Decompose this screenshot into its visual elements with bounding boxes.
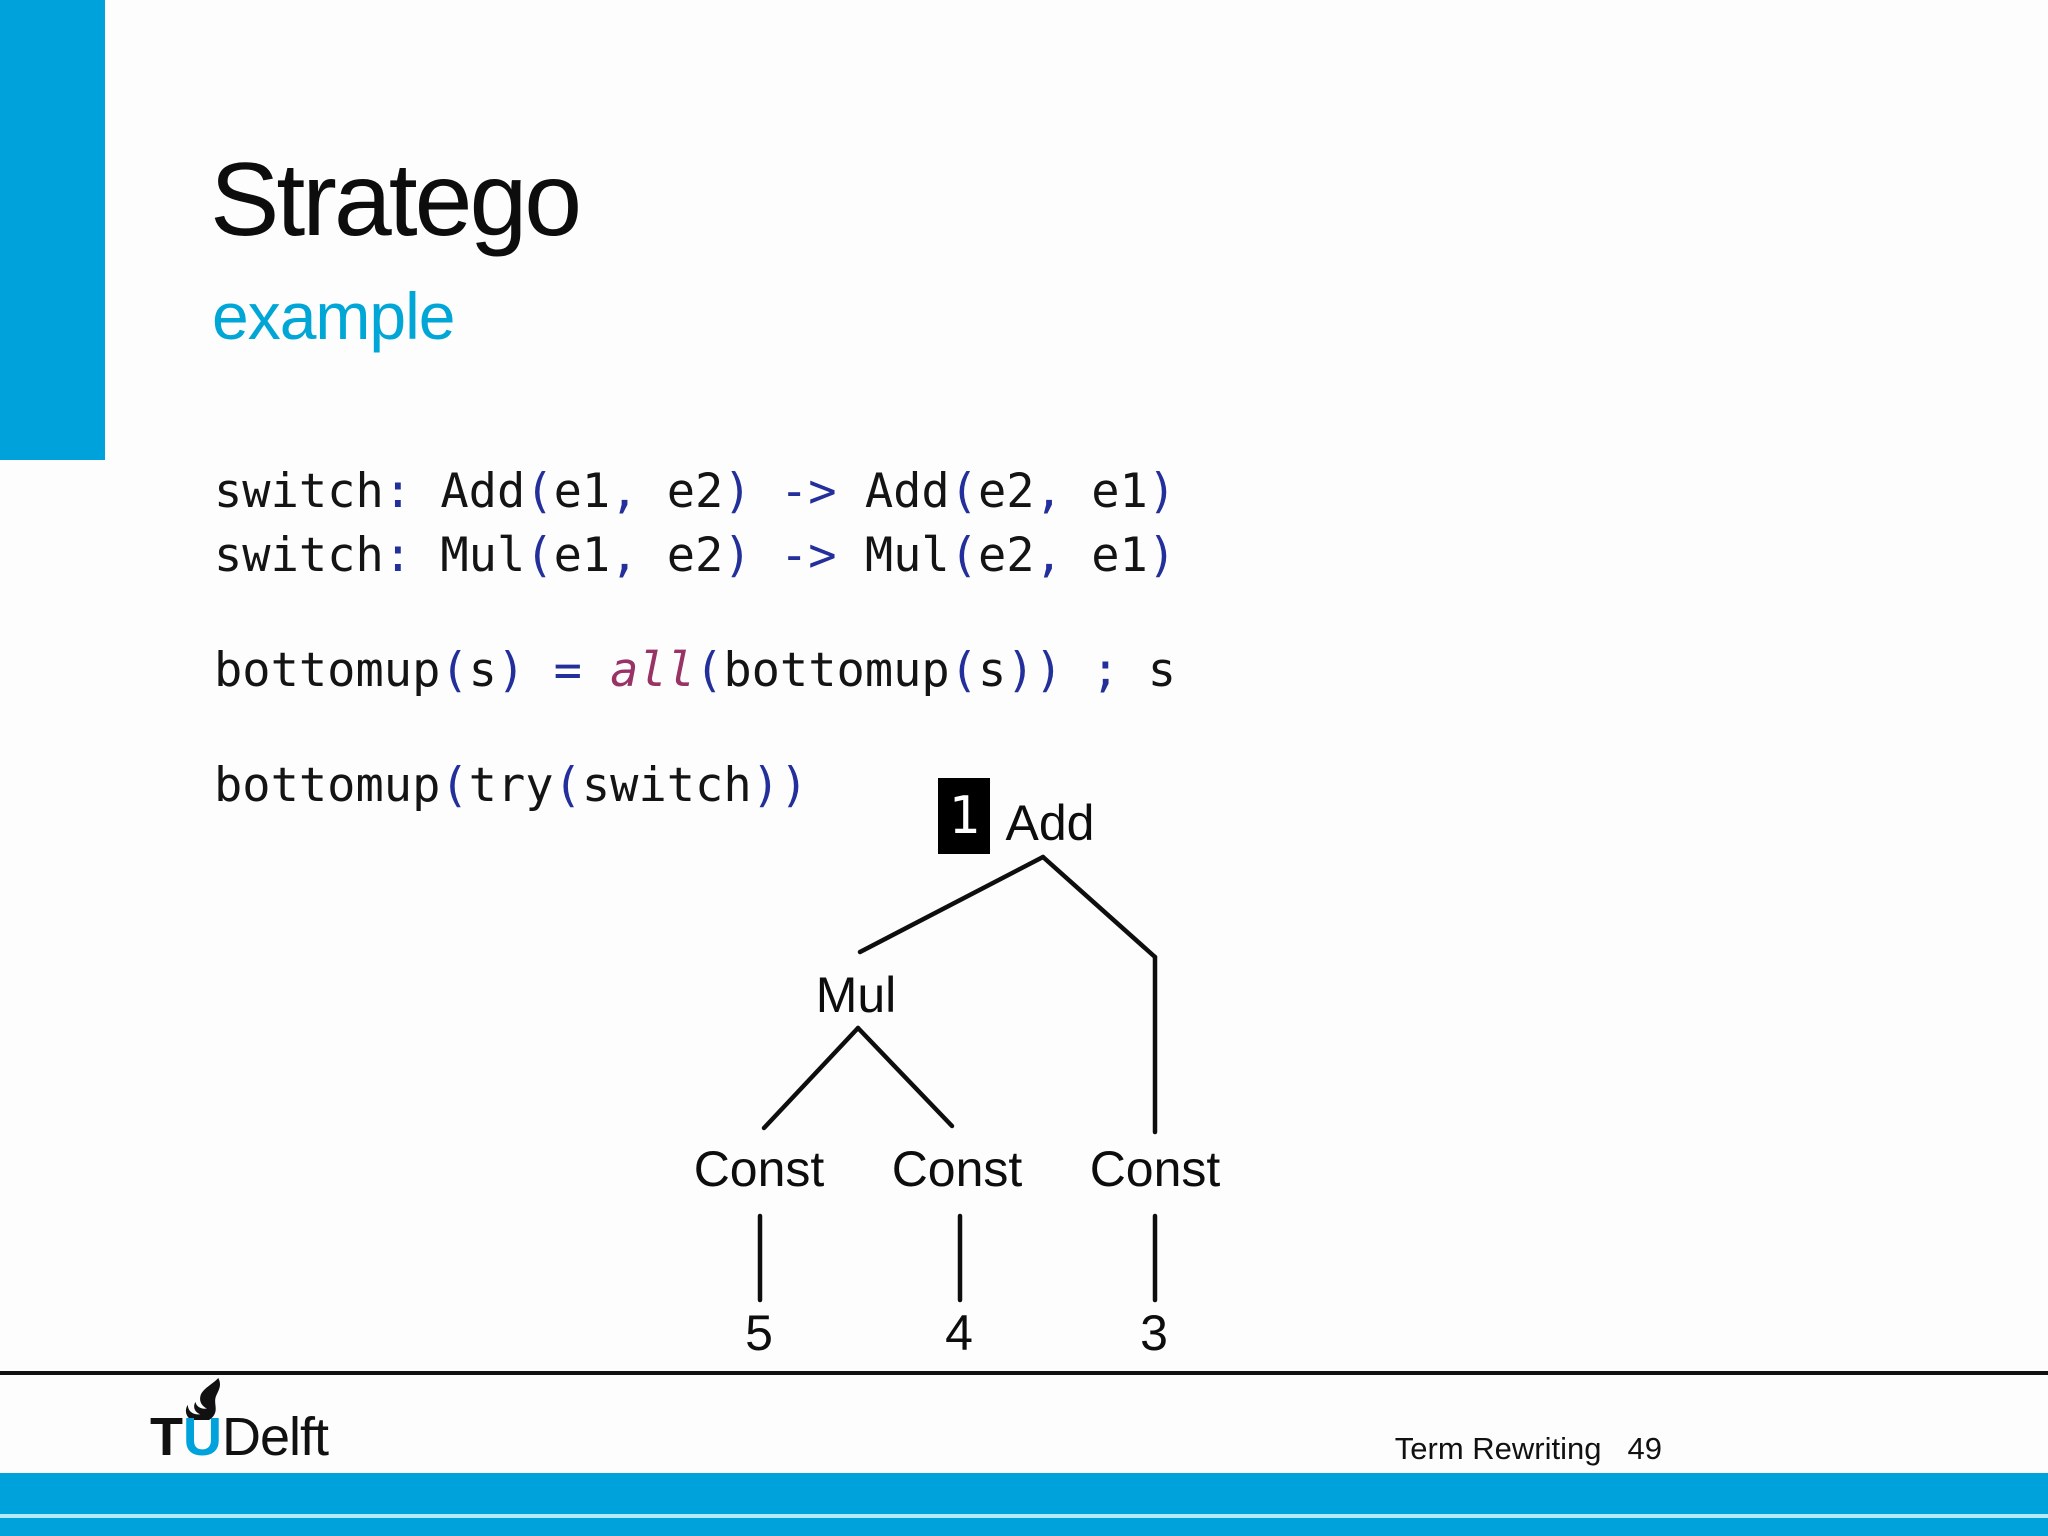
slide-subtitle: example <box>212 279 455 353</box>
tree-node-const-mid: Const <box>891 1141 1023 1197</box>
code-line: bottomup(try(switch)) <box>214 758 809 813</box>
tu-delft-logo: TUDelft <box>150 1378 490 1467</box>
page-number: 49 <box>1627 1431 1662 1466</box>
flame-icon <box>185 1378 220 1420</box>
logo-letter-u: U <box>183 1407 222 1467</box>
edge-add-mul <box>857 854 1046 955</box>
tree-node-const-right: Const <box>1089 1141 1221 1197</box>
tree-leaf-3: 3 <box>1140 1305 1168 1361</box>
logo-letter-t: T <box>150 1407 183 1467</box>
footer-separator-line <box>0 1371 2048 1375</box>
bottom-bar-light-stripe <box>0 1514 2048 1518</box>
code-line: switch: Mul(e1, e2) -> Mul(e2, e1) <box>214 528 1177 583</box>
logo-text: TUDelft <box>150 1407 329 1467</box>
edge-mul-const-left <box>761 1025 861 1131</box>
step-number-badge: 1 <box>938 778 990 854</box>
tree-leaf-4: 4 <box>945 1305 973 1361</box>
code-line: bottomup(s) = all(bottomup(s)) ; s <box>214 643 1177 698</box>
course-name: Term Rewriting <box>1394 1431 1602 1466</box>
bottom-accent-bar <box>0 1473 2048 1536</box>
tree-leaf-5: 5 <box>745 1305 773 1361</box>
tree-node-add: Add <box>1005 795 1095 851</box>
edge-add-const-right-slant <box>1040 854 1158 960</box>
logo-word-delft: Delft <box>222 1407 329 1467</box>
code-block: switch: Add(e1, e2) -> Add(e2, e1) switch… <box>214 460 1176 818</box>
footer-page-info: Term Rewriting 49 <box>1395 1431 1662 1467</box>
edge-mul-const-mid <box>855 1025 955 1129</box>
slide-title: Stratego <box>210 142 582 258</box>
code-line: switch: Add(e1, e2) -> Add(e2, e1) <box>214 464 1177 519</box>
left-accent-bar <box>0 0 105 460</box>
tree-node-mul: Mul <box>815 967 897 1023</box>
tree-node-const-left: Const <box>693 1141 825 1197</box>
